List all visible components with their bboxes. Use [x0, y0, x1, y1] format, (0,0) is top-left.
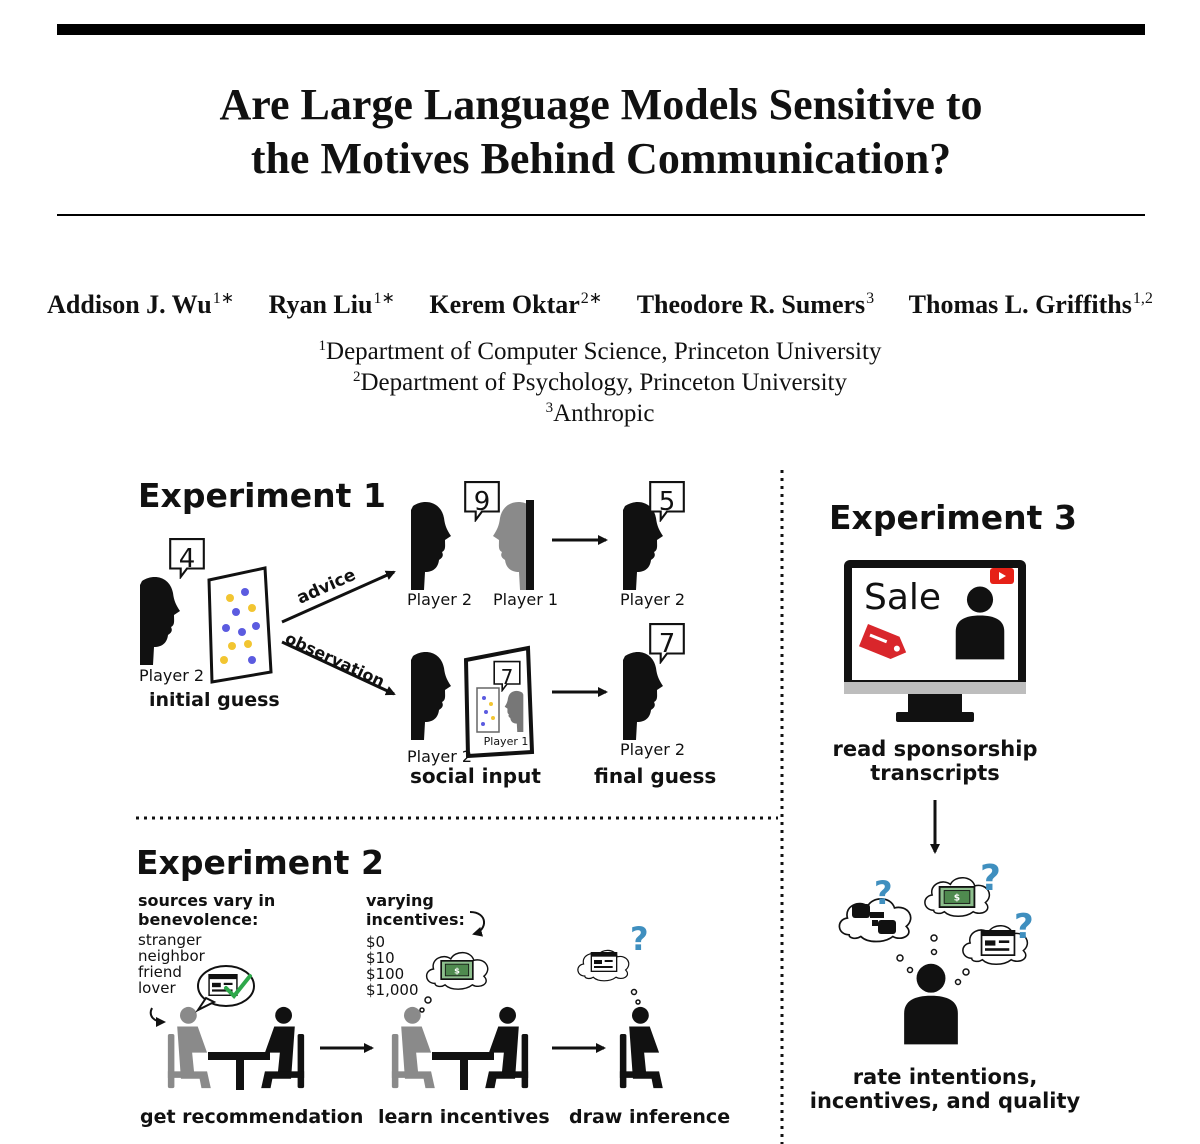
exp2-title: Experiment 2: [136, 843, 384, 882]
inference-person-icon: [619, 1006, 663, 1089]
money-thought-icon: ?: [924, 858, 1001, 918]
mirror-edge: [526, 500, 534, 590]
thumbs-thought-icon: ?: [838, 874, 912, 943]
read-label-line: transcripts: [870, 761, 1000, 785]
read-transcripts-label: read sponsorship transcripts: [800, 737, 1070, 785]
step-label: get recommendation: [140, 1106, 364, 1128]
title-rule: [57, 214, 1145, 216]
player-label: Player 2: [620, 740, 686, 759]
incentive-item: $1,000: [366, 981, 419, 999]
source-item: neighbor: [138, 947, 205, 965]
player2-head-icon: [140, 577, 180, 665]
exp3-title: Experiment 3: [829, 498, 1077, 537]
inference-thought-icon: ?: [577, 920, 649, 1005]
step-label: draw inference: [569, 1106, 731, 1128]
incentive-item: $0: [366, 933, 386, 951]
sources-list: stranger neighbor friend lover: [138, 932, 205, 996]
advice-result-number: 5: [659, 487, 676, 517]
card-thought-icon: ?: [962, 907, 1034, 966]
player-label: Player 2: [139, 666, 205, 685]
author: Kerem Oktar2∗: [429, 290, 603, 319]
top-rule: [57, 24, 1145, 35]
incentive-item: $10: [366, 949, 395, 967]
sources-label: sources vary in benevolence:: [138, 891, 276, 929]
svg-text:?: ?: [1014, 907, 1034, 947]
author-list: Addison J. Wu1∗ Ryan Liu1∗ Kerem Oktar2∗…: [0, 288, 1200, 320]
monitor-screen-text: Sale: [864, 577, 941, 618]
player-label: Player 1: [493, 590, 559, 609]
affiliation: 2Department of Psychology, Princeton Uni…: [353, 369, 847, 396]
author: Addison J. Wu1∗: [47, 290, 235, 319]
paper-title-line1: Are Large Language Models Sensitive to: [219, 80, 983, 129]
incentives-scene-icon: [391, 1006, 529, 1090]
player2-head-icon: [623, 502, 663, 590]
player2-head-icon: [411, 652, 451, 740]
step-label: learn incentives: [378, 1106, 550, 1128]
source-item: lover: [138, 979, 176, 997]
source-pointer-arrow: [149, 1007, 166, 1027]
incentives-label: varying incentives:: [366, 891, 465, 929]
initial-guess-label: initial guess: [149, 689, 280, 711]
observation-number: 7: [501, 665, 514, 689]
author: Ryan Liu1∗: [268, 290, 395, 319]
recommendation-bubble-icon: [195, 965, 255, 1013]
player-label: Player 2: [407, 590, 473, 609]
incentives-list: $0 $10 $100 $1,000: [366, 934, 419, 998]
source-item: stranger: [138, 931, 202, 949]
exp1-initial-player: [140, 577, 180, 665]
affiliation: 3Anthropic: [545, 400, 655, 427]
observation-result-number: 7: [659, 629, 676, 659]
observation-arrow: [281, 640, 396, 696]
player2-head-icon: [411, 502, 451, 590]
incentive-item: $100: [366, 965, 405, 983]
money-thought-icon: [419, 951, 489, 1013]
rate-label-line: incentives, and quality: [809, 1089, 1081, 1113]
thought-dots: [896, 934, 970, 986]
observation-label: observation: [282, 628, 387, 691]
incentive-pointer-arrow: [469, 911, 485, 937]
exp1-title: Experiment 1: [138, 476, 386, 515]
author: Theodore R. Sumers3: [636, 290, 875, 319]
svg-text:?: ?: [980, 858, 1001, 899]
svg-text:?: ?: [874, 874, 893, 912]
rate-label-line: rate intentions,: [852, 1065, 1038, 1089]
final-guess-label: final guess: [594, 764, 717, 788]
inner-player1-label: Player 1: [484, 735, 529, 748]
player2-head-icon: [623, 652, 663, 740]
player-label: Player 2: [407, 747, 473, 766]
advice-arrow: [281, 570, 396, 624]
recommendation-scene-icon: [167, 1006, 305, 1090]
author: Thomas L. Griffiths1,2: [908, 290, 1153, 319]
affiliation: 1Department of Computer Science, Princet…: [318, 338, 882, 365]
initial-number: 4: [179, 544, 196, 574]
dots-panel-icon: [207, 566, 273, 684]
paper-title-line2: the Motives Behind Communication?: [250, 134, 952, 183]
monitor-icon: [844, 560, 1026, 722]
svg-text:?: ?: [630, 920, 649, 958]
rater-person-icon: [904, 963, 958, 1045]
player-label: Player 2: [620, 590, 686, 609]
read-label-line: read sponsorship: [832, 737, 1038, 761]
advice-number: 9: [474, 487, 491, 517]
rate-label: rate intentions, incentives, and quality: [795, 1065, 1095, 1113]
source-item: friend: [138, 963, 182, 981]
social-input-label: social input: [410, 764, 541, 788]
